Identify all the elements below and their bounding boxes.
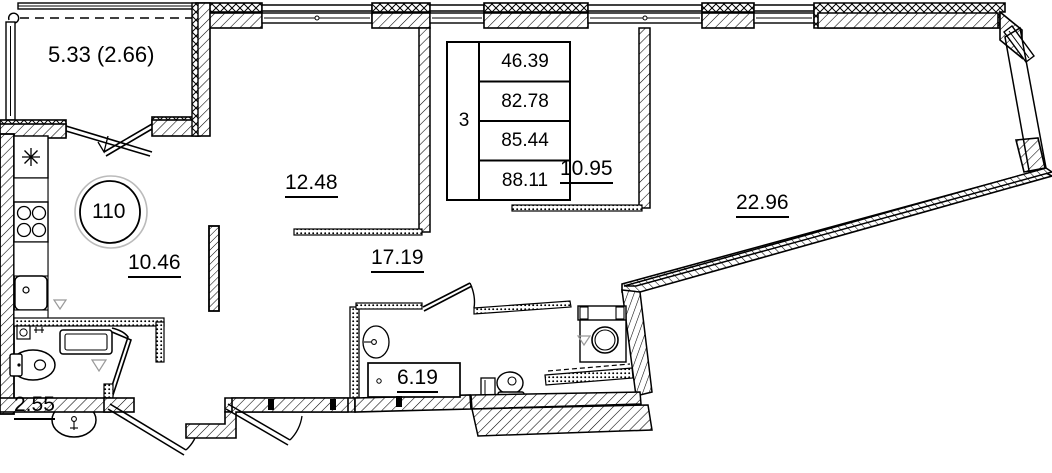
level-marker-icon <box>576 335 592 347</box>
table-value-0: 46.39 <box>501 51 549 72</box>
area-label-bedroom-upper-middle: 12.48 <box>285 172 338 198</box>
washing-machine-icon <box>579 315 627 363</box>
bathtub-icon <box>59 329 113 355</box>
table-value-1: 82.78 <box>501 91 549 112</box>
top-exterior-wall <box>17 2 1006 29</box>
area-label-kitchen-living: 10.46 <box>128 252 181 278</box>
partition-wall <box>208 225 220 312</box>
stove-icon <box>16 205 47 238</box>
area-label-bathroom: 2.55 <box>14 394 55 420</box>
bottom-exterior-walls <box>107 396 402 456</box>
level-marker-icon <box>90 359 108 373</box>
area-label-bedroom-middle: 17.19 <box>371 247 424 273</box>
bathroom <box>0 317 165 438</box>
area-label-living-room: 22.96 <box>736 192 789 218</box>
summary-table-box <box>446 41 571 201</box>
level-marker-icon <box>52 299 68 311</box>
kitchen-sink-icon <box>14 275 48 311</box>
table-value-2: 85.44 <box>501 130 549 151</box>
unit-number-circle <box>74 175 148 249</box>
interior-partitions <box>293 27 651 236</box>
utility-niche <box>470 289 653 437</box>
balcony-area-label: 5.33 (2.66) <box>48 42 155 67</box>
refrigerator-icon <box>22 148 40 166</box>
area-label-bedroom-right: 10.95 <box>560 158 613 184</box>
toilet-icon <box>9 349 56 381</box>
unit-number-label: 110 <box>92 200 126 223</box>
right-exterior-wall <box>621 10 1052 293</box>
kitchen-units <box>13 135 68 327</box>
shower-icon <box>16 325 44 340</box>
table-value-3: 88.11 <box>501 170 549 191</box>
balcony <box>0 2 211 157</box>
washbasin-icon <box>362 325 390 359</box>
table-rooms-count: 3 <box>458 110 470 131</box>
area-label-hall: 6.19 <box>397 367 438 393</box>
